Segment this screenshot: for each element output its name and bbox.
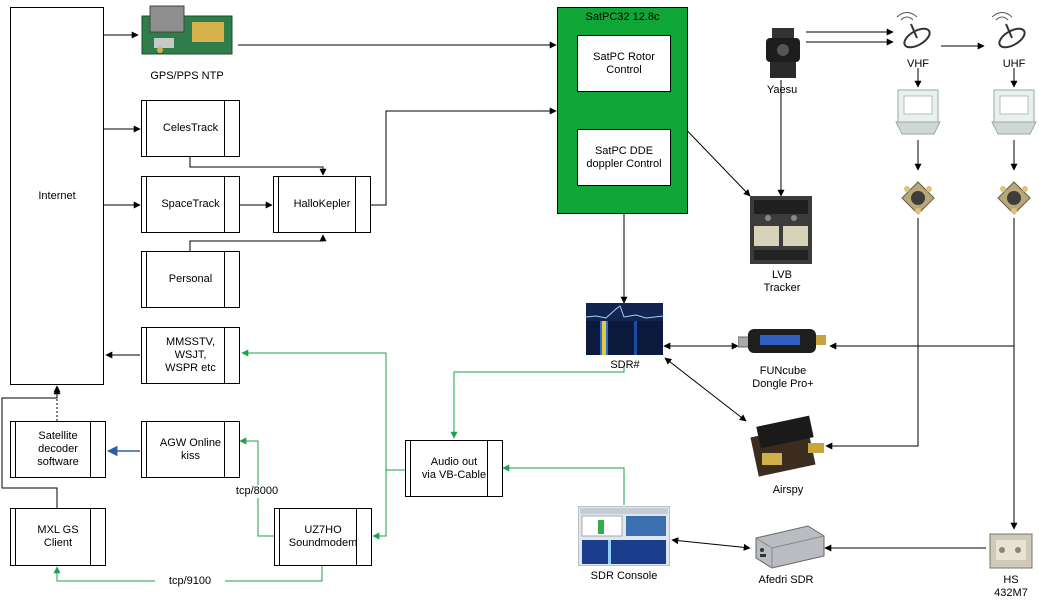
afedri-label: Afedri SDR	[758, 574, 814, 586]
tracker-icon	[750, 196, 812, 264]
hs-label: HS 432M7	[994, 574, 1028, 599]
agw-label: AGW Online kiss	[159, 436, 222, 462]
internet-node: Internet	[10, 7, 104, 385]
uhf-antenna	[990, 12, 1036, 52]
link-sdrsharp-audio	[450, 366, 625, 439]
spacetrack-label: SpaceTrack	[161, 198, 220, 210]
airspy-device	[748, 413, 828, 477]
hallokepler-label: HalloKepler	[293, 198, 351, 210]
mmsstv-label: MMSSTV, WSJT, WSPR etc	[165, 336, 216, 374]
lvb-tracker-device	[750, 196, 812, 264]
funcube-device	[737, 323, 828, 359]
funcube-label: FUNcube Dongle Pro+	[752, 365, 814, 390]
afedri-box-icon	[755, 525, 825, 569]
preamp-icon	[895, 89, 941, 135]
agw-node: AGW Online kiss	[141, 421, 240, 478]
satpc32-group: SatPC32 12.8c SatPC Rotor Control SatPC …	[557, 7, 688, 214]
spacetrack-node: SpaceTrack	[141, 176, 240, 233]
airspy-label: Airspy	[772, 484, 804, 496]
tcp9100-label: tcp/9100	[155, 575, 225, 588]
link-audio-uz7ho	[372, 470, 387, 540]
lvb-label: LVB Tracker	[763, 269, 801, 294]
rotor-icon	[766, 28, 800, 78]
audio-out-node: Audio out via VB-Cable	[405, 440, 503, 497]
link-uhf-funcube	[918, 218, 1015, 347]
personal-label: Personal	[168, 273, 213, 285]
hallokepler-node: HalloKepler	[273, 176, 371, 233]
antenna-icon	[991, 12, 1026, 49]
link-sdrsharp-airspy	[664, 357, 747, 422]
uhf-label: UHF	[1002, 58, 1026, 70]
internet-label: Internet	[38, 189, 76, 202]
yaesu-device	[760, 24, 804, 82]
link-console-audio	[502, 464, 625, 505]
link-personal-hallokepler	[189, 234, 327, 251]
vhf-antenna	[895, 12, 941, 52]
usb-dongle-icon	[737, 329, 826, 353]
sat-decoder-node: Satellite decoder software	[10, 421, 106, 478]
celestrack-node: CelesTrack	[141, 100, 240, 157]
sdrsharp-label: SDR#	[610, 359, 640, 371]
sdr-console-screen-icon	[577, 505, 671, 567]
link-celestrack-hallokepler	[189, 157, 327, 176]
antenna-icon	[896, 12, 931, 49]
hs-device	[988, 530, 1034, 570]
mxl-label: MXL GS Client	[37, 524, 79, 549]
uz7ho-label: UZ7HO Soundmodem	[288, 524, 358, 549]
personal-node: Personal	[141, 251, 240, 308]
audio-out-label: Audio out via VB-Cable	[421, 455, 487, 481]
sdrsharp-device	[585, 303, 664, 355]
waterfall-icon	[585, 303, 664, 355]
gps-board-icon	[141, 5, 233, 55]
airspy-board-icon	[750, 415, 824, 477]
link-hallokepler-satpc	[371, 107, 557, 206]
afedri-device	[752, 520, 826, 570]
satpc-rotor-label: SatPC Rotor Control	[593, 50, 655, 76]
uhf-preamp	[990, 88, 1038, 138]
sat-decoder-label: Satellite decoder software	[37, 430, 79, 468]
uhf-splitter	[994, 178, 1034, 218]
tcp8000-label: tcp/8000	[222, 485, 292, 498]
uz7ho-node: UZ7HO Soundmodem	[274, 508, 372, 566]
splitter-icon	[997, 181, 1031, 215]
vhf-label: VHF	[907, 58, 929, 70]
vhf-splitter	[898, 178, 938, 218]
sdr-console-device	[577, 505, 671, 567]
mmsstv-node: MMSSTV, WSJT, WSPR etc	[141, 327, 240, 384]
link-vhf-funcube	[829, 218, 919, 350]
satpc-rotor-node: SatPC Rotor Control	[577, 35, 671, 92]
link-mxl-internet	[1, 385, 61, 509]
link-audio-mmsstv	[241, 349, 406, 471]
satpc-dde-label: SatPC DDE doppler Control	[586, 144, 662, 170]
sdr-console-label: SDR Console	[590, 570, 658, 582]
satpc32-title: SatPC32 12.8c	[585, 11, 660, 23]
mxl-node: MXL GS Client	[10, 508, 106, 566]
link-afedri-console	[671, 537, 751, 551]
satpc-dde-node: SatPC DDE doppler Control	[577, 129, 671, 186]
gps-label: GPS/PPS NTP	[150, 70, 224, 82]
vhf-preamp	[894, 88, 942, 138]
link-vhf-airspy	[825, 218, 919, 450]
yaesu-label: Yaesu	[766, 84, 798, 96]
preamp-icon	[991, 89, 1037, 135]
gps-device	[140, 2, 236, 62]
hs-module-icon	[989, 533, 1033, 569]
celestrack-label: CelesTrack	[162, 122, 219, 134]
splitter-icon	[901, 181, 935, 215]
